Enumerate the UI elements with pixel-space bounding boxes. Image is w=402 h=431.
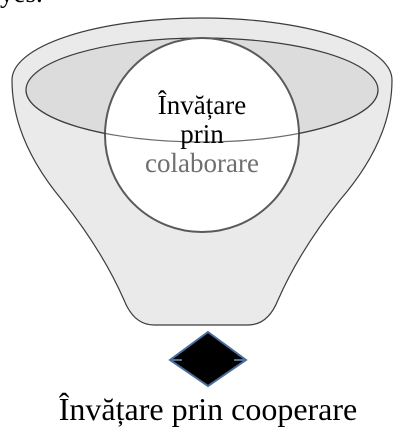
bottom-label: Învățare prin cooperare: [59, 391, 357, 427]
circle-label-line-1: Învățare: [158, 90, 246, 120]
circle-label-line-2: prin: [180, 119, 224, 149]
circle-label-line-3: colaborare: [145, 148, 259, 178]
top-fragment-text: yes.: [0, 0, 43, 8]
diamond-icon: [170, 332, 246, 386]
